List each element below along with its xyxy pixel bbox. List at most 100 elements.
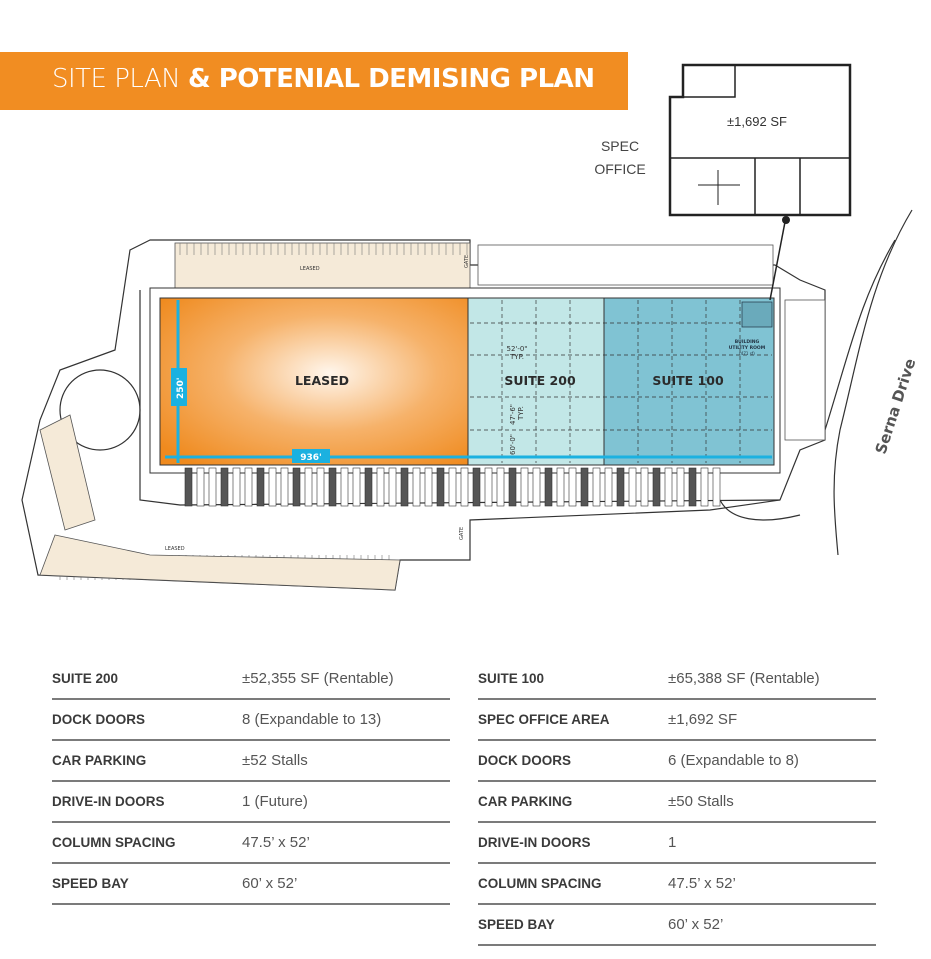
dock-door [700, 467, 709, 507]
dock-door [616, 467, 625, 507]
svg-text:47'-6": 47'-6" [509, 404, 517, 425]
svg-text:(471 sf): (471 sf) [739, 351, 755, 356]
suite-200-area [467, 297, 605, 466]
dock-door [400, 467, 409, 507]
dock-door [424, 467, 433, 507]
spec-label: COLUMN SPACING [52, 835, 176, 850]
spec-row: DRIVE-IN DOORS 1 (Future) [52, 782, 450, 823]
svg-text:936': 936' [300, 453, 322, 463]
dock-door [484, 467, 493, 507]
spec-row: SPEC OFFICE AREA ±1,692 SF [478, 700, 876, 741]
dock-door [640, 467, 649, 507]
dock-door [652, 467, 661, 507]
dock-door [508, 467, 517, 507]
spec-label: SUITE 200 [52, 671, 119, 686]
spec-row: COLUMN SPACING 47.5’ x 52’ [52, 823, 450, 864]
svg-text:BUILDING: BUILDING [735, 339, 760, 345]
dock-doors [184, 467, 721, 507]
spec-value: ±65,388 SF (Rentable) [668, 670, 820, 687]
spec-label: CAR PARKING [478, 794, 573, 809]
dock-door [460, 467, 469, 507]
width-dimension-badge [292, 449, 330, 463]
suite-200-label: SUITE 200 [504, 373, 576, 388]
spec-value: 60’ x 52’ [668, 916, 724, 933]
dock-door [472, 467, 481, 507]
site-plan: LEASED LEASED GATE GATE LEASED SUITE 200… [21, 63, 920, 591]
dock-door [448, 467, 457, 507]
dock-door [280, 467, 289, 507]
dock-door [196, 467, 205, 507]
dock-door [520, 467, 529, 507]
dock-door [208, 467, 217, 507]
dock-door [496, 467, 505, 507]
dock-door [604, 467, 613, 507]
dock-door [292, 467, 301, 507]
dock-door [592, 467, 601, 507]
section-banner: SITE PLAN & POTENIAL DEMISING PLAN [0, 52, 628, 110]
leased-area [159, 297, 469, 466]
dock-door [256, 467, 265, 507]
dock-door [556, 467, 565, 507]
svg-text:UTILITY ROOM: UTILITY ROOM [729, 345, 766, 351]
dock-door [352, 467, 361, 507]
spec-row: CAR PARKING ±50 Stalls [478, 782, 876, 823]
dock-door [328, 467, 337, 507]
dock-door [628, 467, 637, 507]
depth-dimension-badge [171, 368, 187, 406]
dock-door [532, 467, 541, 507]
parking-lot-top-suites [477, 244, 774, 286]
svg-text:LEASED: LEASED [300, 266, 320, 272]
spec-value: 6 (Expandable to 8) [668, 752, 799, 769]
dock-door [376, 467, 385, 507]
site-boundary [21, 209, 913, 591]
spec-value: ±50 Stalls [668, 793, 734, 810]
parking-lot-left [39, 414, 96, 531]
suite-100-label: SUITE 100 [652, 373, 724, 388]
dock-door [232, 467, 241, 507]
spec-row: SUITE 200 ±52,355 SF (Rentable) [52, 659, 450, 700]
spec-value: ±1,692 SF [668, 711, 738, 728]
suite-100-specs: SUITE 100 ±65,388 SF (Rentable) SPEC OFFIC… [478, 659, 876, 946]
spec-value: ±52,355 SF (Rentable) [242, 670, 394, 687]
utility-room [741, 301, 773, 328]
spec-row: CAR PARKING±52 Stalls [52, 741, 450, 782]
svg-text:GATE: GATE [464, 255, 470, 268]
dock-door [340, 467, 349, 507]
typ-label-y: TYP. [517, 406, 525, 421]
spec-value: 1 [668, 834, 677, 851]
spec-label: DRIVE-IN DOORS [52, 794, 165, 809]
spec-value: 47.5’ x 52’ [242, 834, 310, 851]
parking-lot-bottom-leased [39, 534, 401, 591]
office-callout-line [769, 221, 786, 301]
spec-label: DOCK DOORS [52, 712, 146, 727]
spec-value: 1 (Future) [242, 793, 308, 810]
svg-text:OFFICE: OFFICE [594, 161, 645, 177]
svg-text:250': 250' [176, 377, 186, 399]
street-label: Serna Drive [872, 356, 920, 456]
dock-door [676, 467, 685, 507]
section-title: SITE PLAN & POTENIAL DEMISING PLAN [52, 64, 595, 94]
dock-door [436, 467, 445, 507]
dock-door [388, 467, 397, 507]
suite-200-specs: SUITE 200 ±52,355 SF (Rentable) DOCK DOORS… [52, 659, 450, 905]
dock-door [316, 467, 325, 507]
dock-door [412, 467, 421, 507]
spec-label: SPEC OFFICE AREA [478, 712, 610, 727]
spec-label: COLUMN SPACING [478, 876, 602, 891]
column-grid [470, 300, 772, 463]
dock-door [664, 467, 673, 507]
dock-door [712, 467, 721, 507]
spec-office-floorplan [668, 63, 852, 217]
svg-text:52'-0": 52'-0" [506, 345, 527, 353]
spec-label: SUITE 100 [478, 671, 545, 686]
leased-label: LEASED [295, 373, 349, 388]
dock-door [220, 467, 229, 507]
spec-value: ±52 Stalls [242, 752, 308, 769]
parking-lot-right [784, 299, 826, 441]
